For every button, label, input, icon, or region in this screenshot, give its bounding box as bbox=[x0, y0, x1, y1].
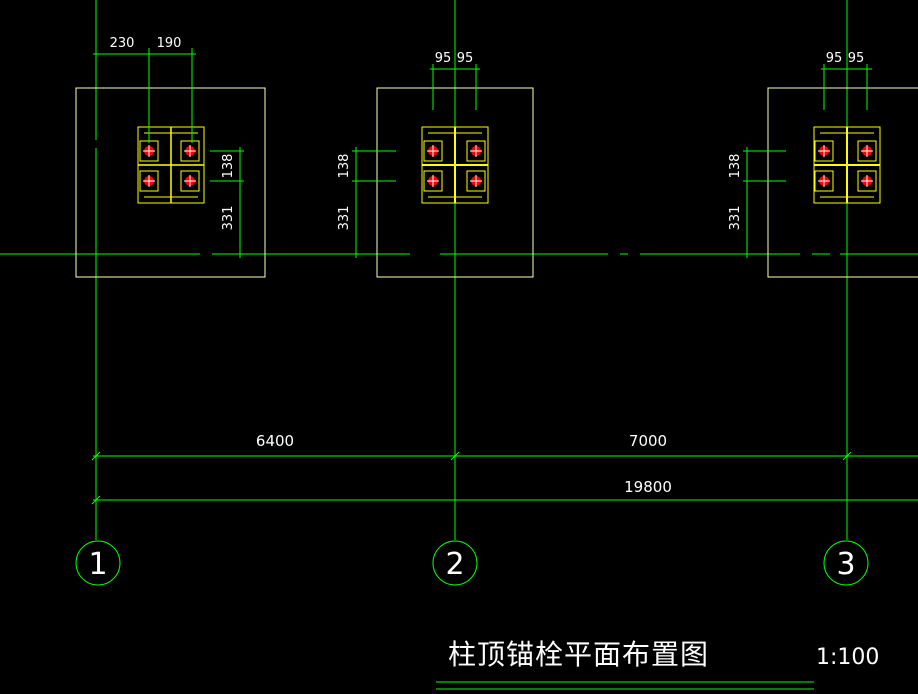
base-plate bbox=[813, 126, 881, 204]
base-plate bbox=[421, 126, 489, 204]
top-dim-a: 95 bbox=[435, 51, 452, 66]
span-dimension-lines bbox=[91, 451, 918, 505]
base-plate bbox=[137, 126, 205, 204]
svg-text:1: 1 bbox=[88, 547, 107, 582]
side-dimension bbox=[210, 147, 244, 258]
column-3: 95 95 138 331 bbox=[728, 51, 918, 278]
side-dim-a: 138 bbox=[728, 154, 743, 179]
side-dimension bbox=[352, 147, 396, 258]
side-dim-a: 138 bbox=[221, 154, 236, 179]
side-dim-b: 331 bbox=[337, 206, 352, 231]
anchor-bolts bbox=[814, 140, 877, 192]
svg-text:3: 3 bbox=[836, 547, 855, 582]
anchor-bolts bbox=[139, 140, 200, 192]
title-underline bbox=[436, 681, 814, 690]
top-dim-b: 190 bbox=[157, 36, 182, 51]
drawing-scale: 1:100 bbox=[816, 645, 879, 670]
top-dim-b: 95 bbox=[848, 51, 865, 66]
span-2-3-label: 7000 bbox=[629, 432, 667, 450]
total-span-label: 19800 bbox=[624, 478, 672, 496]
top-dimension bbox=[93, 48, 196, 143]
grid-bubble-1: 1 bbox=[75, 540, 121, 586]
side-dim-a: 138 bbox=[337, 154, 352, 179]
top-dim-a: 230 bbox=[110, 36, 135, 51]
top-dim-b: 95 bbox=[457, 51, 474, 66]
column-2: 95 95 138 331 bbox=[337, 51, 534, 278]
column-outline bbox=[75, 87, 266, 278]
column-1: 230 190 138 331 bbox=[75, 36, 266, 278]
top-dimension bbox=[430, 64, 480, 110]
side-dimension bbox=[743, 147, 786, 258]
top-dimension bbox=[821, 64, 872, 110]
side-dim-b: 331 bbox=[728, 206, 743, 231]
drawing-title: 柱顶锚栓平面布置图 bbox=[448, 638, 709, 671]
span-1-2-label: 6400 bbox=[256, 432, 294, 450]
grid-bubble-3: 3 bbox=[823, 540, 869, 586]
column-outline bbox=[376, 87, 534, 278]
column-outline bbox=[767, 87, 918, 278]
side-dim-b: 331 bbox=[221, 206, 236, 231]
anchor-bolts bbox=[423, 140, 486, 192]
grid-bubble-2: 2 bbox=[432, 540, 478, 586]
svg-text:2: 2 bbox=[445, 547, 464, 582]
top-dim-a: 95 bbox=[826, 51, 843, 66]
